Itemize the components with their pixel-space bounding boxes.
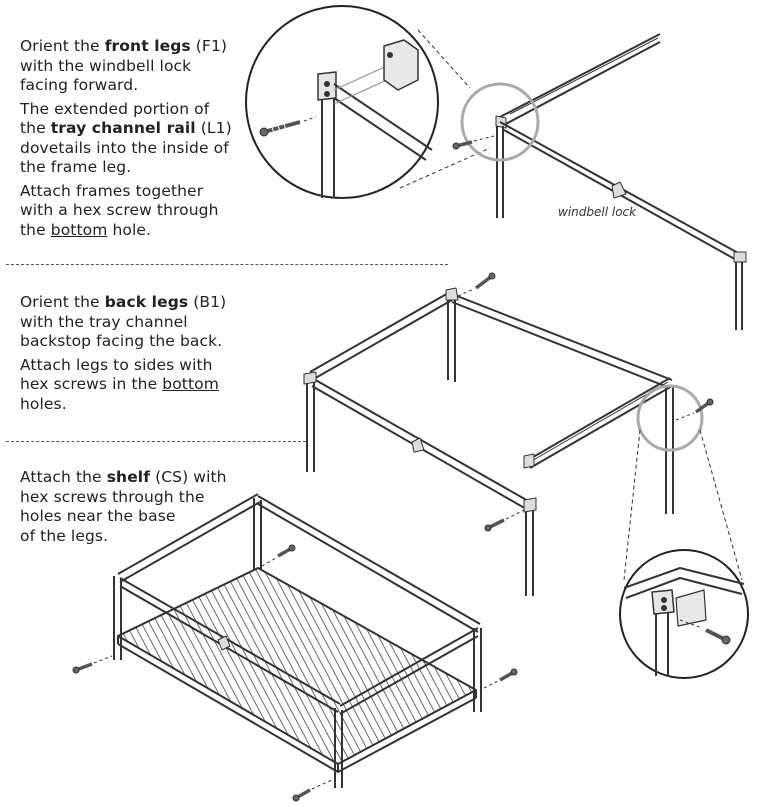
instruction-text: Attach the xyxy=(20,468,107,486)
part-name: front legs xyxy=(104,37,191,55)
step-3-illustration xyxy=(72,493,518,802)
windbell-lock-label: windbell lock xyxy=(558,205,637,219)
hex-screw-icon xyxy=(474,272,496,290)
instruction-paragraph: Orient the front legs (F1)with the windb… xyxy=(20,37,232,96)
back-frame-assembly xyxy=(303,272,714,596)
instruction-text: hole. xyxy=(107,220,152,239)
windbell-lock-icon xyxy=(611,181,627,199)
shelf-slats xyxy=(117,567,477,765)
part-name: back legs xyxy=(104,293,189,311)
hex-screw-icon xyxy=(499,668,518,682)
step-1-illustration: windbell lock xyxy=(245,5,747,330)
divider-step-1-2 xyxy=(6,264,448,265)
divider-step-2-3 xyxy=(6,441,306,442)
hex-screw-icon xyxy=(452,140,473,150)
hex-screw-icon xyxy=(259,120,301,137)
hex-screw-icon xyxy=(705,628,731,645)
emphasis-text: bottom xyxy=(50,220,108,239)
shelf-assembly xyxy=(72,493,518,802)
hex-screw-icon xyxy=(292,788,311,802)
instruction-text: holes. xyxy=(20,394,67,413)
emphasis-text: bottom xyxy=(162,375,219,393)
detail-circle-front-joint xyxy=(245,5,439,199)
front-frame-assembly xyxy=(452,33,747,330)
step-1-instructions: Orient the front legs (F1)with the windb… xyxy=(20,37,232,244)
step-2-illustration xyxy=(303,272,749,679)
instruction-paragraph: Orient the back legs (B1)with the tray c… xyxy=(20,293,226,352)
part-name: tray channel rail xyxy=(50,119,196,137)
hex-screw-icon xyxy=(72,662,93,674)
hex-screw-icon xyxy=(484,518,505,532)
part-name: shelf xyxy=(106,468,151,486)
instruction-text: Orient the xyxy=(20,293,105,311)
detail-circle-back-joint xyxy=(619,549,749,679)
hex-screw-icon xyxy=(694,398,714,414)
hex-screw-icon xyxy=(277,544,296,558)
instruction-text: Orient the xyxy=(20,37,105,55)
step-2-instructions: Orient the back legs (B1)with the tray c… xyxy=(20,293,226,418)
